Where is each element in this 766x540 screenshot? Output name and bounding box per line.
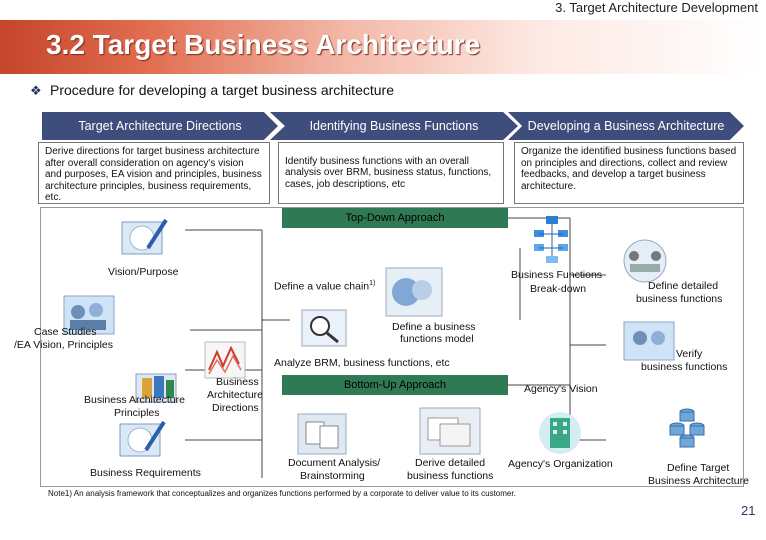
diagram-frame <box>40 207 744 487</box>
top-down-label: Top-Down Approach <box>345 212 445 224</box>
step-2-description-text: Identify business functions with an over… <box>285 155 492 190</box>
agency-vision-label: Agency's Vision <box>524 383 598 395</box>
derive-bf-label-1: Derive detailed <box>415 457 486 469</box>
define-target-label-2: Business Architecture <box>648 475 749 487</box>
document-analysis-icon <box>297 413 347 455</box>
verify-team-icon <box>623 321 675 361</box>
bottom-up-approach-bar: Bottom-Up Approach <box>282 375 508 395</box>
bullet-line: ❖ Procedure for developing a target busin… <box>30 82 394 99</box>
step-2-label: Identifying Business Functions <box>309 119 479 133</box>
ba-directions-label-1: Business <box>216 376 259 388</box>
top-down-approach-bar: Top-Down Approach <box>282 208 508 228</box>
step-2-description: Identify business functions with an over… <box>278 142 504 204</box>
case-studies-label: Case Studies <box>34 326 97 338</box>
diamond-bullet-icon: ❖ <box>30 83 42 98</box>
case-study-team-icon <box>63 295 115 335</box>
derive-bf-label-2: business functions <box>407 470 494 482</box>
directions-chart-icon <box>204 341 246 379</box>
vision-purpose-label: Vision/Purpose <box>108 266 179 278</box>
footnote: Note1) An analysis framework that concep… <box>48 489 516 498</box>
title-bar <box>0 20 766 74</box>
step-2-chevron: Identifying Business Functions <box>270 112 518 140</box>
building-icon <box>539 412 581 454</box>
bottom-up-label: Bottom-Up Approach <box>343 379 447 391</box>
define-model-label-1: Define a business <box>392 321 476 333</box>
magnifier-icon <box>301 309 347 347</box>
define-model-label-2: functions model <box>400 333 474 345</box>
ba-principles-label-1: Business Architecture <box>84 394 185 406</box>
ba-directions-label-2: Architecture <box>207 389 264 401</box>
section-label: 3. Target Architecture Development <box>555 0 758 15</box>
bullet-text: Procedure for developing a target busine… <box>50 82 394 98</box>
ba-principles-label-2: Principles <box>114 407 160 419</box>
agency-org-label: Agency's Organization <box>508 458 613 470</box>
step-3-label: Developing a Business Architecture <box>527 119 725 133</box>
step-3-chevron: Developing a Business Architecture <box>508 112 744 140</box>
database-stack-icon <box>669 408 705 448</box>
principles-books-icon <box>135 373 177 403</box>
breakdown-tree-icon <box>534 216 568 263</box>
verify-label-1: Verify <box>676 348 703 360</box>
define-detailed-label-1: Define detailed <box>648 280 719 292</box>
team-meeting-icon <box>623 239 667 283</box>
value-chain-note-mark: 1) <box>369 280 376 287</box>
doc-analysis-label-2: Brainstorming <box>300 470 365 482</box>
value-chain-globe-icon <box>385 267 443 317</box>
step-1-description: Derive directions for target business ar… <box>38 142 270 204</box>
derive-functions-icon <box>419 407 481 455</box>
analyze-brm-label: Analyze BRM, business functions, etc <box>274 357 450 369</box>
business-requirements-label: Business Requirements <box>90 467 201 479</box>
step-1-chevron: Target Architecture Directions <box>42 112 278 140</box>
define-target-label-1: Define Target <box>667 462 730 474</box>
requirements-pen-icon <box>119 420 166 457</box>
verify-label-2: business functions <box>641 361 728 373</box>
breakdown-label-2: Break-down <box>530 283 587 295</box>
vision-pen-icon <box>121 218 168 255</box>
breakdown-label-1: Business Functions <box>511 269 603 281</box>
step-1-label: Target Architecture Directions <box>78 119 242 133</box>
ea-vision-principles-label: /EA Vision, Principles <box>14 339 114 351</box>
doc-analysis-label-1: Document Analysis/ <box>288 457 381 469</box>
page-title: 3.2 Target Business Architecture <box>46 29 481 60</box>
value-chain-label: Define a value chain1) <box>274 278 375 293</box>
ba-directions-label-3: Directions <box>212 402 259 414</box>
value-chain-text: Define a value chain <box>274 280 370 293</box>
page-number: 21 <box>741 503 756 518</box>
define-detailed-label-2: business functions <box>636 293 723 305</box>
step-3-description: Organize the identified business functio… <box>514 142 744 204</box>
